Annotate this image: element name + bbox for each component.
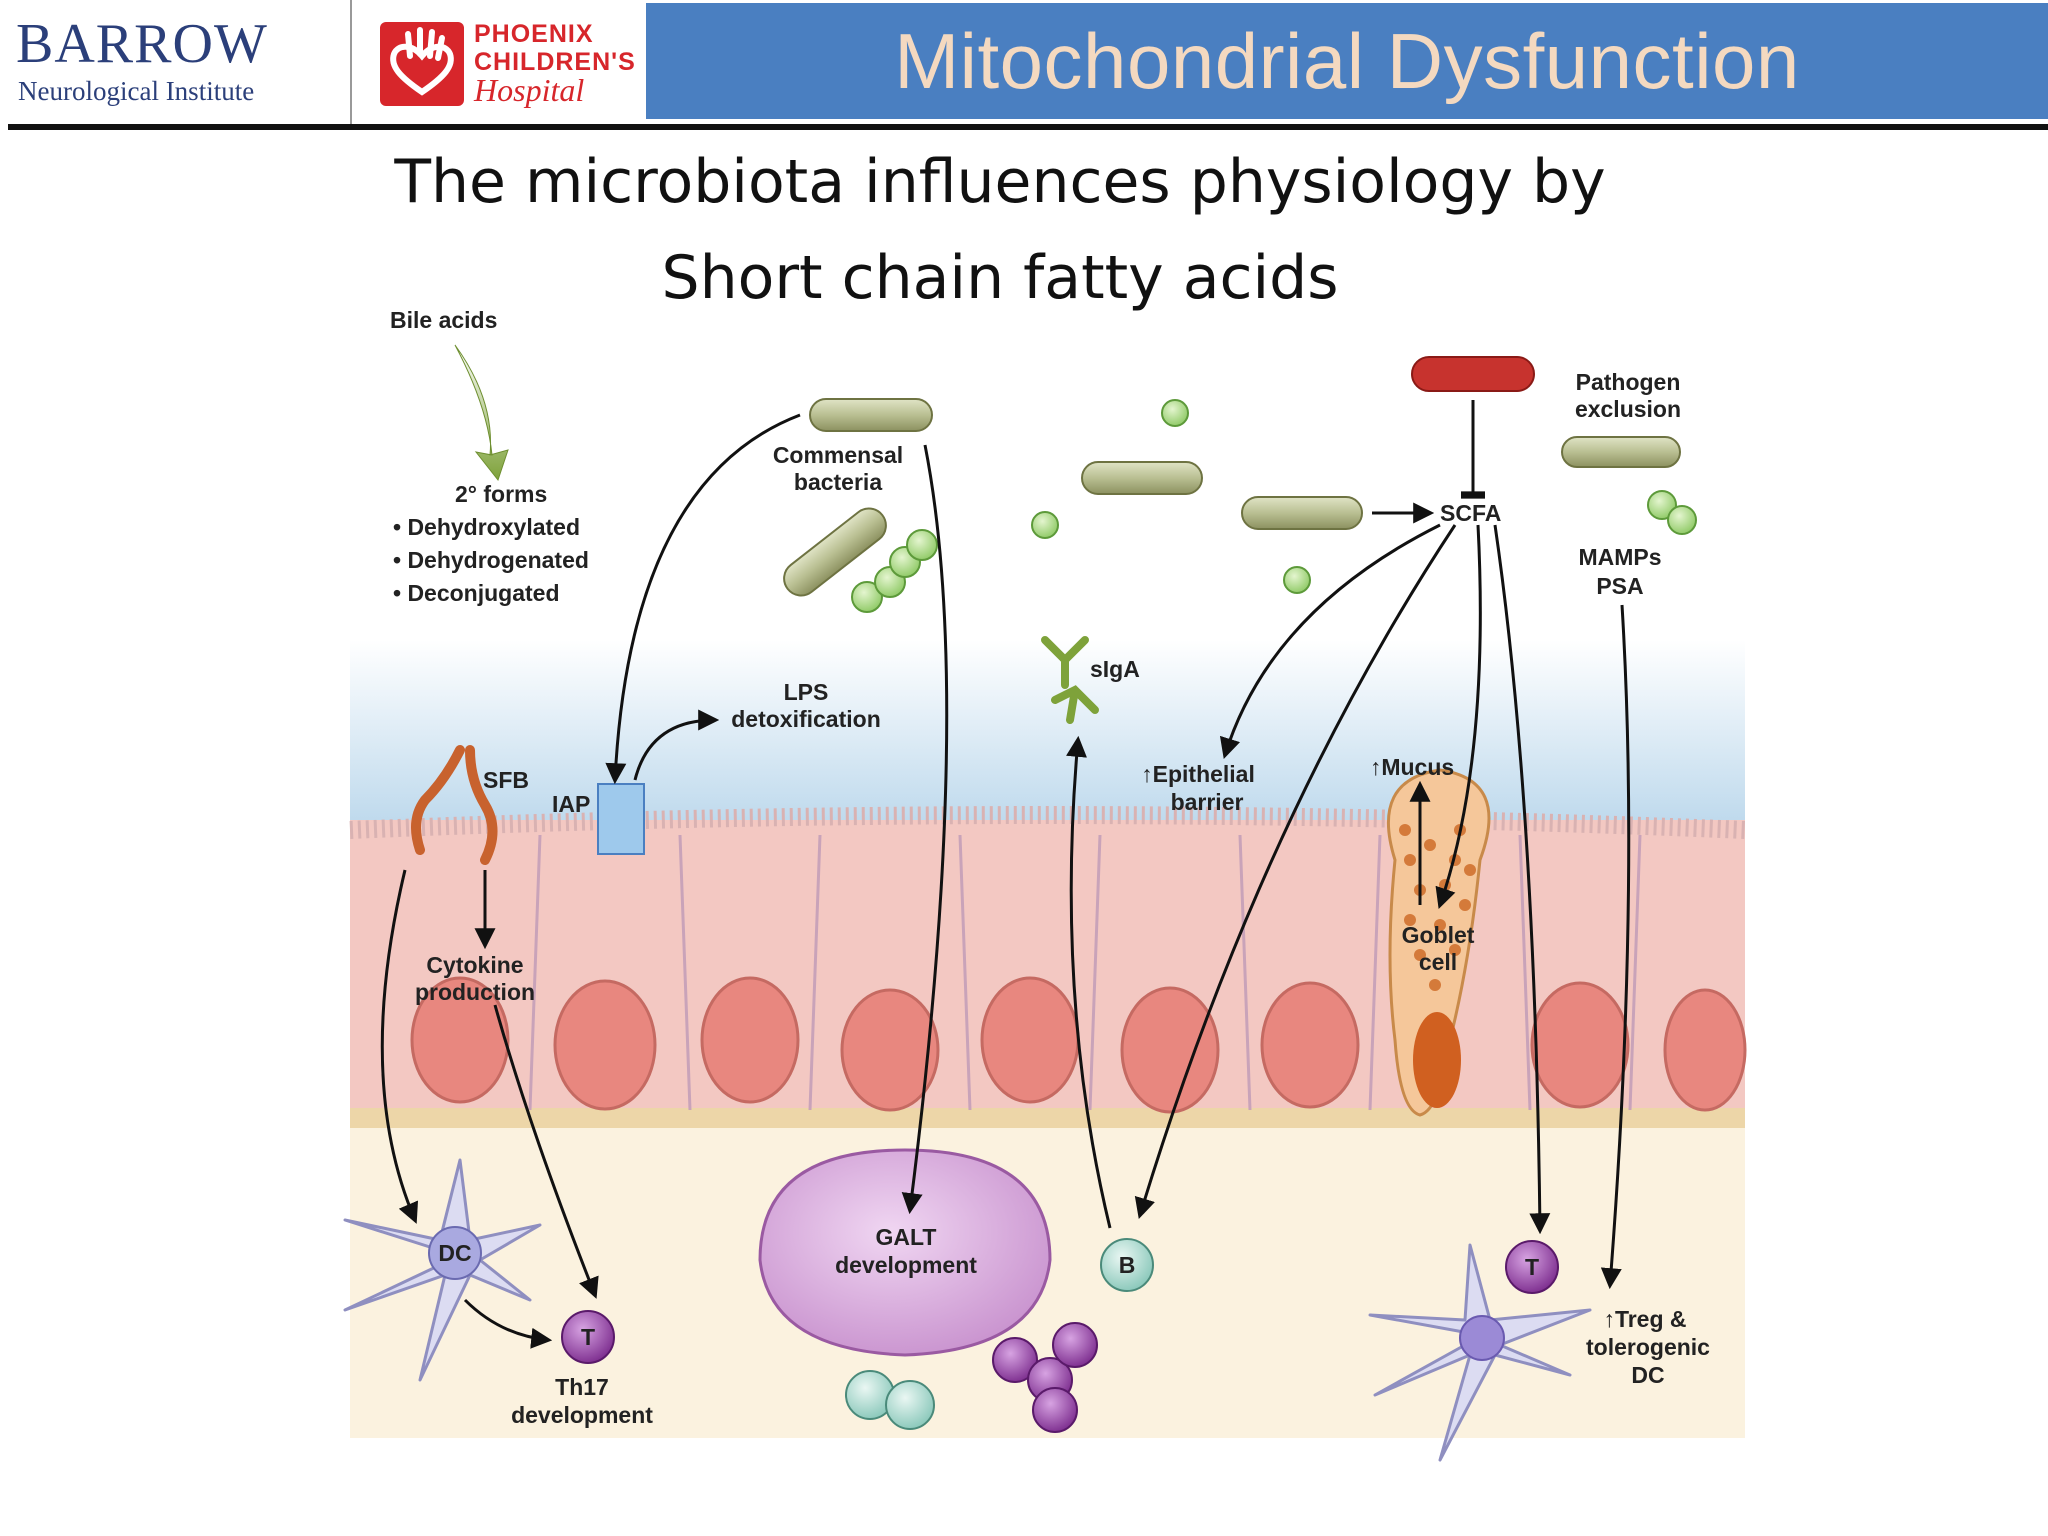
cytokine-label-line1: Cytokine (426, 952, 523, 978)
title-bar: Mitochondrial Dysfunction (646, 3, 2048, 119)
epithelial-label-line1: ↑Epithelial (1141, 761, 1255, 787)
th17-label-line2: development (511, 1402, 653, 1428)
pathway-arrows (380, 400, 1631, 1349)
sfb-label: SFB (483, 767, 529, 793)
commensal-label-line1: Commensal (773, 442, 903, 468)
hand-heart-icon (380, 22, 464, 106)
barrow-logo-name: BARROW (16, 13, 268, 75)
cell-nuclei (410, 976, 1747, 1114)
form-item-1: • Dehydroxylated (393, 514, 580, 540)
dc-label: DC (438, 1240, 471, 1266)
barrow-logo-subtitle: Neurological Institute (18, 76, 255, 106)
b-cell (1100, 1238, 1154, 1292)
sfb-filament (411, 745, 498, 865)
epithelial-label-line2: barrier (1171, 789, 1244, 815)
goblet-label-line2: cell (1419, 949, 1457, 975)
goblet-label-line1: Goblet (1402, 922, 1475, 948)
lps-label-line1: LPS (784, 679, 829, 705)
pathogen-label-line1: Pathogen (1576, 369, 1681, 395)
lymphocyte-cluster (845, 1322, 1098, 1433)
cytokine-label-line2: production (415, 979, 535, 1005)
mamps-label-line2: PSA (1596, 573, 1643, 599)
treg-label-line1: ↑Treg & (1603, 1306, 1686, 1332)
subtitle-line-2: Short chain fatty acids (661, 243, 1339, 313)
dendritic-cell-left (343, 1158, 542, 1382)
bile-acids-label: Bile acids (390, 307, 497, 333)
phoenix-logo-line2: CHILDREN'S (474, 48, 636, 76)
forms-title-label: 2° forms (455, 481, 547, 507)
epithelial-cells (349, 806, 1746, 1111)
treg-label-line3: DC (1631, 1362, 1664, 1388)
bile-acid-arrow (454, 344, 509, 482)
pathogen-label-line2: exclusion (1575, 396, 1681, 422)
phoenix-logo-line3: Hospital (474, 72, 585, 108)
siga-antibody (1041, 636, 1099, 724)
mucus-label: ↑Mucus (1370, 754, 1454, 780)
galt-label-line2: development (835, 1252, 977, 1278)
header-rule (8, 124, 2048, 130)
lps-label-line2: detoxification (731, 706, 881, 732)
galt-follicle (758, 1148, 1052, 1357)
b-cell-label: B (1119, 1252, 1136, 1278)
galt-label-line1: GALT (876, 1224, 937, 1250)
iap-enzyme (597, 783, 645, 855)
dendritic-cell-right (1368, 1243, 1592, 1462)
mamps-label-line1: MAMPs (1578, 544, 1661, 570)
siga-label: sIgA (1090, 656, 1140, 682)
iap-label: IAP (552, 791, 590, 817)
t-cell-left-label: T (581, 1324, 595, 1350)
subtitle-line-1: The microbiota influences physiology by (394, 147, 1606, 217)
t-cell-left (561, 1310, 615, 1364)
t-cell-right-label: T (1525, 1254, 1539, 1280)
slide-subtitle: The microbiota influences physiology by … (250, 134, 1750, 326)
treg-label-line2: tolerogenic (1586, 1334, 1710, 1360)
barrow-logo: BARROW Neurological Institute (12, 6, 342, 124)
t-cell-right (1505, 1240, 1559, 1294)
form-item-3: • Deconjugated (393, 580, 560, 606)
phoenix-logo-line1: PHOENIX (474, 20, 594, 48)
commensal-label-line2: bacteria (794, 469, 882, 495)
basement-membrane (350, 1108, 1745, 1130)
th17-label-line1: Th17 (555, 1374, 609, 1400)
logo-divider (350, 0, 352, 128)
phoenix-childrens-logo: PHOENIX CHILDREN'S Hospital (380, 18, 640, 120)
form-item-2: • Dehydrogenated (393, 547, 589, 573)
slide-title: Mitochondrial Dysfunction (894, 16, 1800, 105)
scfa-label: SCFA (1440, 500, 1501, 526)
commensal-bacteria (783, 356, 1697, 613)
